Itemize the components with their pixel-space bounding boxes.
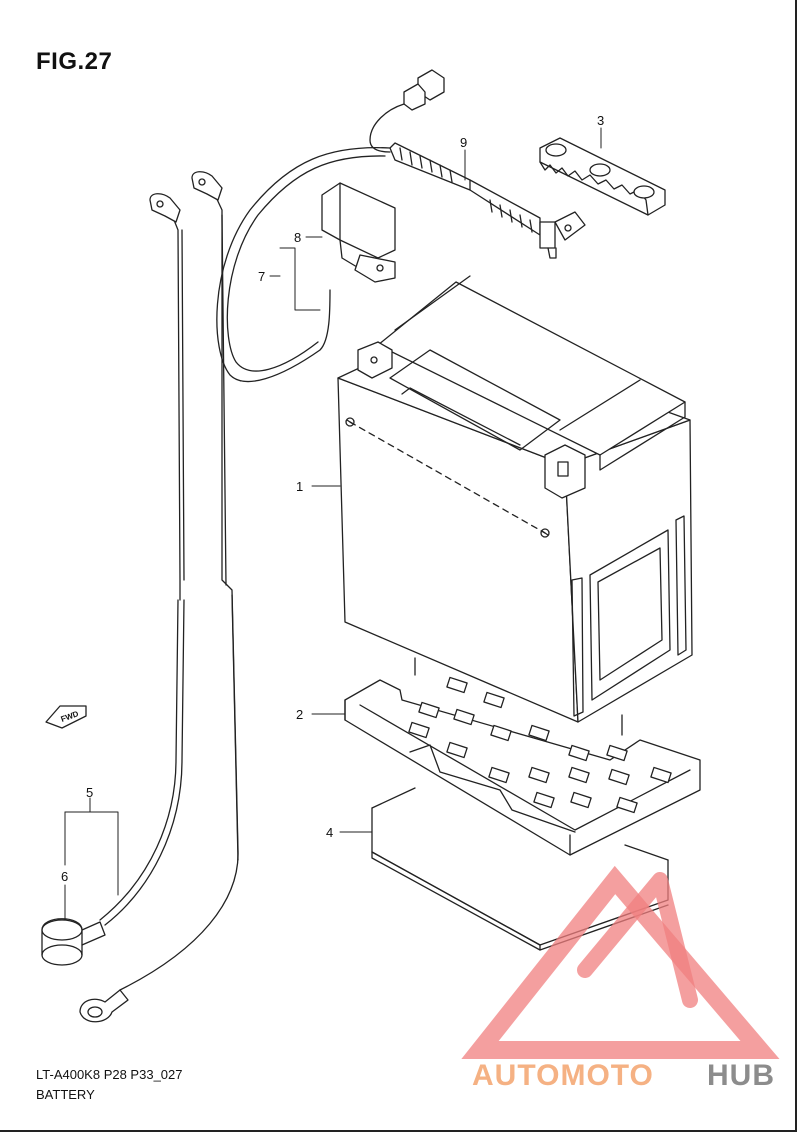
battery-drawing — [337, 275, 693, 723]
callout-4: 4 — [326, 825, 333, 840]
section-name: BATTERY — [36, 1087, 95, 1102]
battery-lead-wires — [99, 146, 391, 991]
callout-1: 1 — [296, 479, 303, 494]
ring-terminal-bottom — [79, 989, 129, 1023]
battery-terminal-negative — [544, 444, 586, 499]
cushion-drawing — [539, 137, 666, 216]
battery-tray-drawing — [344, 657, 701, 856]
fwd-arrow-icon — [45, 705, 87, 729]
terminal-cover-drawing — [321, 182, 396, 283]
figure-title: FIG.27 — [36, 48, 113, 75]
fuse-lead-drawing — [369, 69, 586, 259]
battery-terminal-positive — [357, 341, 393, 379]
ring-terminal-top-right — [191, 171, 223, 201]
model-code: LT-A400K8 P28 P33_027 — [36, 1067, 183, 1082]
watermark-text-right: HUB — [707, 1059, 775, 1092]
callout-6: 6 — [61, 869, 68, 884]
callout-3: 3 — [597, 113, 604, 128]
callout-8: 8 — [294, 230, 301, 245]
watermark-logo: AUTOMOTO HUB — [461, 865, 780, 1092]
terminal-boot-drawing — [41, 918, 106, 966]
callout-9: 9 — [460, 135, 467, 150]
watermark-text-left: AUTOMOTO — [472, 1059, 654, 1092]
callout-leaders — [64, 127, 602, 921]
callout-2: 2 — [296, 707, 303, 722]
ring-terminal-top-left — [149, 193, 181, 223]
callout-7: 7 — [258, 269, 265, 284]
callout-5: 5 — [86, 785, 93, 800]
